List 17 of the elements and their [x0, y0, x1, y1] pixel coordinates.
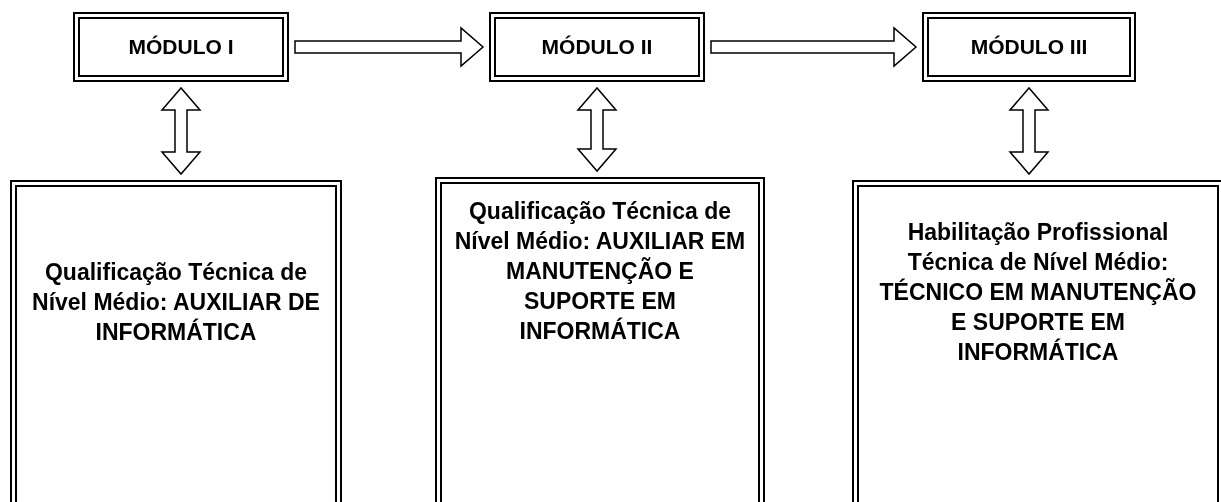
module-title: MÓDULO II: [541, 35, 653, 59]
qualification-text: Qualificação Técnica de Nível Médio: AUXILIAR DE INFORMÁTICA: [31, 258, 321, 347]
block-arrow: [160, 86, 202, 176]
module-box: [489, 12, 705, 82]
qualification-text: Qualificação Técnica de Nível Médio: AUXILIAR EM MANUTENÇÃO E SUPORTE EM INFORMÁTICA: [453, 197, 747, 346]
qualification-box: [435, 177, 765, 502]
module-title: MÓDULO III: [970, 35, 1088, 59]
block-arrow: [1008, 86, 1050, 176]
block-arrow: [576, 86, 618, 173]
module-title: MÓDULO I: [128, 35, 234, 59]
qualification-text: Habilitação Profissional Técnica de Nível Médio: TÉCNICO EM MANUTENÇÃO E SUPORTE EM INFORMÁTICA: [878, 218, 1198, 367]
qualification-box: [10, 180, 342, 502]
block-arrow: [294, 26, 485, 68]
module-box: [922, 12, 1136, 82]
qualification-box: [852, 180, 1221, 502]
block-arrow: [710, 26, 918, 68]
module-box: [73, 12, 289, 82]
